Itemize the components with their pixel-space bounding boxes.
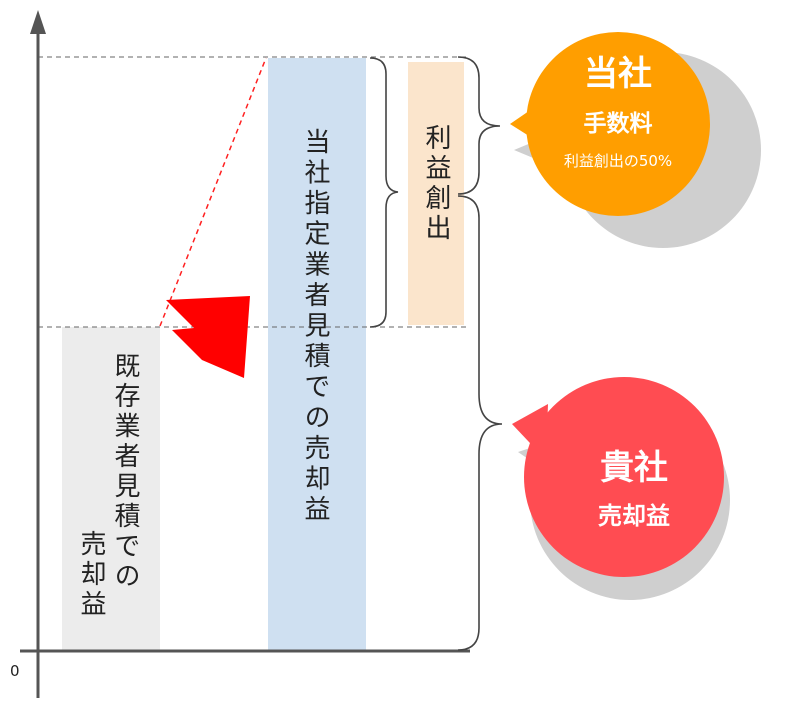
yours-bubble bbox=[524, 377, 724, 577]
ours-bubble bbox=[526, 32, 710, 216]
profit-creation-label: 利益創出 bbox=[421, 124, 451, 244]
existing-estimate-label-1: 既存業者見積での bbox=[110, 352, 140, 592]
ours-bubble-title: 当社 bbox=[584, 54, 652, 94]
yours-bubble-tail bbox=[512, 404, 548, 460]
ours-bubble-note: 利益創出の50% bbox=[563, 152, 673, 170]
designated-estimate-label: 当社指定業者見積での売却益 bbox=[300, 128, 330, 526]
your-profit-brace bbox=[457, 195, 503, 651]
increase-arrow-icon bbox=[166, 296, 250, 378]
profit-creation-bar bbox=[408, 62, 464, 325]
y-axis-arrowhead bbox=[30, 10, 46, 34]
designated-estimate-bar bbox=[268, 58, 366, 650]
fee-brace bbox=[457, 56, 501, 195]
origin-label: 0 bbox=[10, 662, 20, 680]
yours-bubble-title: 貴社 bbox=[600, 448, 668, 488]
red-dashed-trend-line bbox=[159, 57, 267, 327]
existing-estimate-bar bbox=[62, 327, 160, 650]
ours-bubble-subtitle: 手数料 bbox=[583, 111, 653, 137]
existing-estimate-label-2: 売却益 bbox=[76, 530, 106, 620]
profit-bracket bbox=[369, 57, 399, 328]
yours-bubble-subtitle: 売却益 bbox=[598, 502, 670, 530]
ours-bubble-tail bbox=[510, 100, 548, 148]
